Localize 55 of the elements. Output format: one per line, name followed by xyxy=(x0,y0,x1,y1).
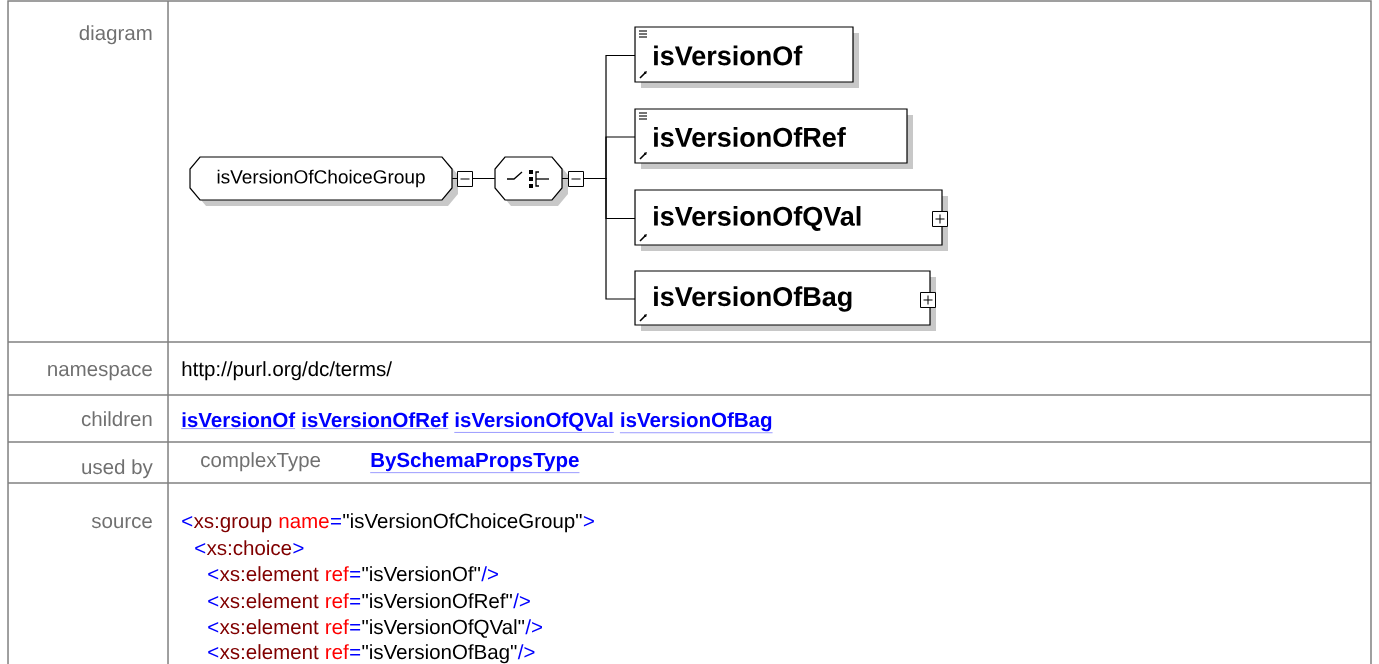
row-label: namespace xyxy=(48,364,152,381)
label: < xyxy=(208,647,219,658)
label: > xyxy=(583,516,594,527)
label: xs:element xyxy=(219,566,319,582)
code-line: <xs:choice> xyxy=(195,540,304,556)
element-box: isVersionOf xyxy=(634,26,859,88)
label: = xyxy=(350,648,361,656)
label: xs:group xyxy=(193,516,272,533)
label: /> xyxy=(517,644,535,660)
group-octagon: isVersionOfChoiceGroup xyxy=(189,156,458,206)
code-line: <xs:group name="isVersionOfChoiceGroup"> xyxy=(182,513,594,533)
row-label: used by xyxy=(82,459,153,479)
label: < xyxy=(182,516,193,527)
label: = xyxy=(350,623,361,631)
label: ref xyxy=(326,593,349,609)
cell-text: http://purl.org/dc/terms/ xyxy=(182,361,392,381)
label: = xyxy=(350,570,361,578)
row-label: source xyxy=(91,516,152,529)
label: = xyxy=(330,517,341,525)
label: "isVersionOfQVal" xyxy=(362,619,525,638)
label: xs:element xyxy=(219,593,319,609)
label: /> xyxy=(513,593,530,609)
element-box: isVersionOfRef xyxy=(634,108,913,169)
label: name xyxy=(279,516,329,529)
type-label: complexType xyxy=(201,452,321,472)
connector-line xyxy=(451,177,496,180)
label: < xyxy=(208,569,219,580)
link: isVersionOfBag xyxy=(619,412,773,433)
element-box: isVersionOfQVal xyxy=(634,189,948,251)
code-line: <xs:element ref="isVersionOfBag"/> xyxy=(208,644,535,664)
label: < xyxy=(208,622,219,633)
label: xs:element xyxy=(219,619,319,635)
link: isVersionOfRef xyxy=(301,412,449,429)
code-line: <xs:element ref="isVersionOfRef"/> xyxy=(208,593,530,609)
choice-octagon xyxy=(494,156,568,206)
row-label: children xyxy=(81,411,152,427)
link: BySchemaPropsType xyxy=(370,452,580,473)
element-box: isVersionOfBag xyxy=(634,270,936,331)
link: isVersionOf xyxy=(181,412,296,429)
label: < xyxy=(208,596,219,607)
label: /> xyxy=(525,619,542,635)
label: "isVersionOfChoiceGroup" xyxy=(343,513,582,533)
label: "isVersionOfBag" xyxy=(362,644,517,664)
label: = xyxy=(350,597,361,605)
label: ref xyxy=(326,566,349,582)
label: "isVersionOf" xyxy=(362,566,480,582)
label: "isVersionOfRef" xyxy=(362,593,512,609)
label: ref xyxy=(326,644,349,660)
row-label: diagram xyxy=(79,25,152,45)
label: /> xyxy=(481,566,498,582)
label: ref xyxy=(326,619,349,635)
code-line: <xs:element ref="isVersionOf"/> xyxy=(208,566,498,582)
code-line: <xs:element ref="isVersionOfQVal"/> xyxy=(208,619,542,638)
link: isVersionOfQVal xyxy=(454,412,615,433)
label: xs:element xyxy=(219,644,319,660)
